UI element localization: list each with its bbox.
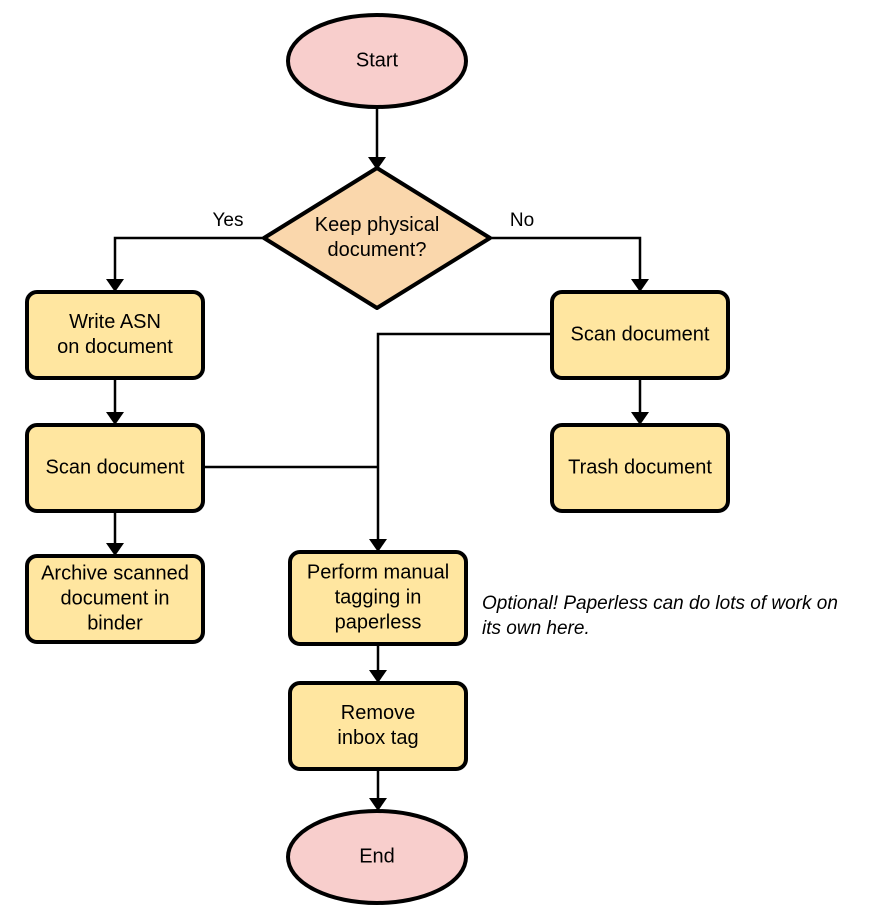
- edge-scan-document-discard-to-manual-tagging: [369, 332, 552, 552]
- edge-decision-yes-to-write-asn-arrowhead: [106, 279, 124, 292]
- process-archive-scanned-document-in-binder-shape[interactable]: [25, 554, 205, 644]
- process-remove-inbox-tag[interactable]: Remove inbox tag: [288, 681, 468, 771]
- process-write-asn-on-document-label-line-1: on document: [57, 336, 173, 358]
- process-write-asn-on-document[interactable]: Write ASN on document: [25, 290, 205, 380]
- edge-manual-tagging-to-remove-inbox-tag: [369, 644, 387, 683]
- process-trash-document[interactable]: Trash document: [550, 423, 730, 513]
- edge-scan-document-to-trash: [631, 378, 649, 425]
- edge-decision-no-to-scan-right-arrowhead: [631, 279, 649, 292]
- process-perform-manual-tagging-in-paperless-shape[interactable]: [288, 550, 468, 646]
- decision-keep-physical-document[interactable]: Keep physical document?: [262, 166, 492, 310]
- edge-decision-yes-to-write-asn-label: Yes: [213, 210, 244, 231]
- edge-decision-yes-to-write-asn: Yes: [106, 210, 264, 292]
- process-archive-scanned-document-in-binder[interactable]: Archive scanned document in binder: [25, 554, 205, 644]
- edge-scan-document-to-archive: [106, 511, 124, 556]
- process-scan-document-discard-shape[interactable]: [550, 290, 730, 380]
- edge-decision-no-to-scan-right: No: [490, 210, 649, 292]
- end-node[interactable]: End: [286, 809, 468, 905]
- process-write-asn-on-document-shape[interactable]: [25, 290, 205, 380]
- process-perform-manual-tagging-in-paperless-label-line-1: tagging in: [335, 586, 422, 608]
- end-node-label-line-0: End: [359, 845, 395, 867]
- process-scan-document-keep-label-line-0: Scan document: [46, 456, 185, 478]
- start-node[interactable]: Start: [286, 13, 468, 109]
- process-perform-manual-tagging-in-paperless-label-line-0: Perform manual: [307, 561, 449, 583]
- annotation-optional-paperless-line-1: its own here.: [482, 618, 590, 639]
- edge-manual-tagging-to-remove-inbox-tag-arrowhead: [369, 670, 387, 683]
- process-archive-scanned-document-in-binder-label-line-1: document in: [61, 587, 170, 609]
- process-remove-inbox-tag-shape[interactable]: [288, 681, 468, 771]
- edge-decision-no-to-scan-right-line: [490, 236, 642, 285]
- process-scan-document-keep[interactable]: Scan document: [25, 423, 205, 513]
- process-write-asn-on-document-label-line-0: Write ASN: [69, 311, 161, 333]
- decision-keep-physical-document-shape[interactable]: [262, 166, 492, 310]
- process-scan-document-discard-label-line-0: Scan document: [571, 323, 710, 345]
- edge-scan-document-discard-to-manual-tagging-arrowhead: [369, 539, 387, 552]
- process-perform-manual-tagging-in-paperless[interactable]: Perform manual tagging in paperless: [288, 550, 468, 646]
- edge-start-to-decision-arrowhead: [368, 157, 386, 170]
- process-trash-document-label-line-0: Trash document: [568, 456, 712, 478]
- edge-decision-yes-to-write-asn-line: [113, 236, 264, 285]
- edge-remove-inbox-tag-to-end-arrowhead: [369, 798, 387, 811]
- process-scan-document-keep-shape[interactable]: [25, 423, 205, 513]
- start-node-shape[interactable]: [286, 13, 468, 109]
- process-trash-document-shape[interactable]: [550, 423, 730, 513]
- edge-decision-no-to-scan-right-label: No: [510, 210, 534, 231]
- edge-write-asn-to-scan-document-arrowhead: [106, 412, 124, 425]
- edge-start-to-decision: [368, 107, 386, 170]
- process-remove-inbox-tag-label-line-1: inbox tag: [337, 727, 418, 749]
- annotation-optional-paperless: Optional! Paperless can do lots of work …: [482, 593, 838, 639]
- annotation-optional-paperless-line-0: Optional! Paperless can do lots of work …: [482, 593, 838, 614]
- process-remove-inbox-tag-label-line-0: Remove: [341, 702, 415, 724]
- process-archive-scanned-document-in-binder-label-line-2: binder: [87, 612, 143, 634]
- start-node-label-line-0: Start: [356, 49, 399, 71]
- edge-scan-document-to-trash-arrowhead: [631, 412, 649, 425]
- annotation-layer: Optional! Paperless can do lots of work …: [482, 593, 838, 639]
- edge-write-asn-to-scan-document: [106, 378, 124, 425]
- edge-remove-inbox-tag-to-end: [369, 769, 387, 811]
- process-archive-scanned-document-in-binder-label-line-0: Archive scanned: [41, 562, 189, 584]
- end-node-shape[interactable]: [286, 809, 468, 905]
- decision-keep-physical-document-label-line-0: Keep physical: [315, 214, 440, 236]
- process-scan-document-discard[interactable]: Scan document: [550, 290, 730, 380]
- decision-keep-physical-document-label-line-1: document?: [328, 239, 427, 261]
- edge-scan-document-discard-to-manual-tagging-line: [376, 332, 552, 545]
- edge-layer: Yes No: [106, 107, 649, 811]
- edge-scan-document-to-archive-arrowhead: [106, 543, 124, 556]
- process-perform-manual-tagging-in-paperless-label-line-2: paperless: [335, 611, 422, 633]
